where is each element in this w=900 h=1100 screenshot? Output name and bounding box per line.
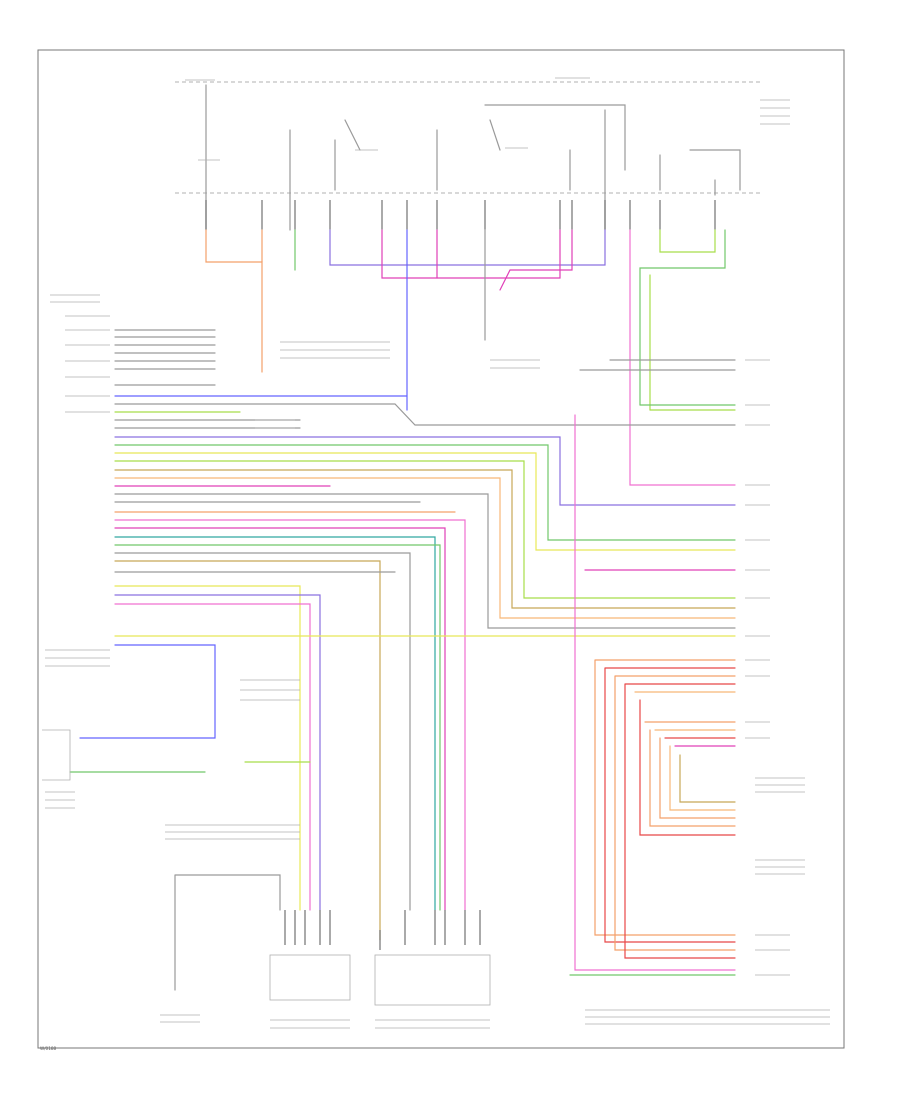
wire-right-lower-13	[669, 745, 736, 811]
wire-green-riser-a	[639, 229, 726, 406]
page-footer-code: W/0188	[40, 1046, 57, 1051]
wire-magenta-hook	[499, 229, 573, 291]
wire-right-lower-14	[679, 754, 736, 803]
wire-right-lower-3	[614, 675, 736, 951]
wire-bus-teal	[114, 536, 436, 911]
wire-right-lower-10	[639, 699, 736, 836]
wire-bus-gray-11	[114, 493, 736, 629]
wire-bus-purple	[114, 436, 736, 506]
wire-bus-green	[114, 444, 736, 541]
bottom-connector-pins	[284, 910, 481, 950]
wire-bus-gray-8	[114, 403, 736, 426]
label-strokes	[45, 77, 830, 1029]
wire-right-lower-11	[649, 729, 736, 827]
ground-wire-left	[174, 874, 281, 991]
wire-bus-tan-2	[114, 560, 381, 941]
wire-magenta-top	[381, 229, 561, 279]
wire-right-lower-1	[594, 659, 736, 936]
wire-orange-top	[205, 229, 263, 373]
wire-bus-peach	[114, 477, 736, 619]
wire-bus-gray-13	[114, 552, 411, 911]
wire-bus-yellow	[114, 452, 736, 551]
fuse-box-pins	[205, 200, 716, 230]
wire-right-pink-vertical	[574, 414, 736, 971]
wire-bus-blue-2	[79, 644, 216, 739]
wire-bus-pink-2	[114, 603, 311, 911]
wire-right-lower-4	[624, 683, 736, 959]
wire-bus-magenta-2	[114, 527, 446, 911]
connector-left-bottom	[269, 954, 351, 1001]
wire-right-lower-12	[659, 737, 736, 819]
diagram-frame	[37, 49, 845, 1049]
wire-bus-green-2	[114, 544, 441, 911]
connector-right-bottom	[374, 954, 491, 1006]
wire-bus-tan	[114, 469, 736, 609]
wire-bus-purple-2	[114, 594, 321, 911]
wire-bus-yellow-2	[114, 585, 301, 911]
wire-purple-top	[329, 229, 606, 266]
wire-right-lower-2	[604, 667, 736, 943]
wire-green-fuse	[659, 229, 716, 253]
wire-pink-top	[629, 229, 736, 486]
wire-bus-pink	[114, 519, 466, 911]
wire-bus-lime-2	[114, 460, 736, 599]
switch-box-left	[42, 729, 71, 781]
